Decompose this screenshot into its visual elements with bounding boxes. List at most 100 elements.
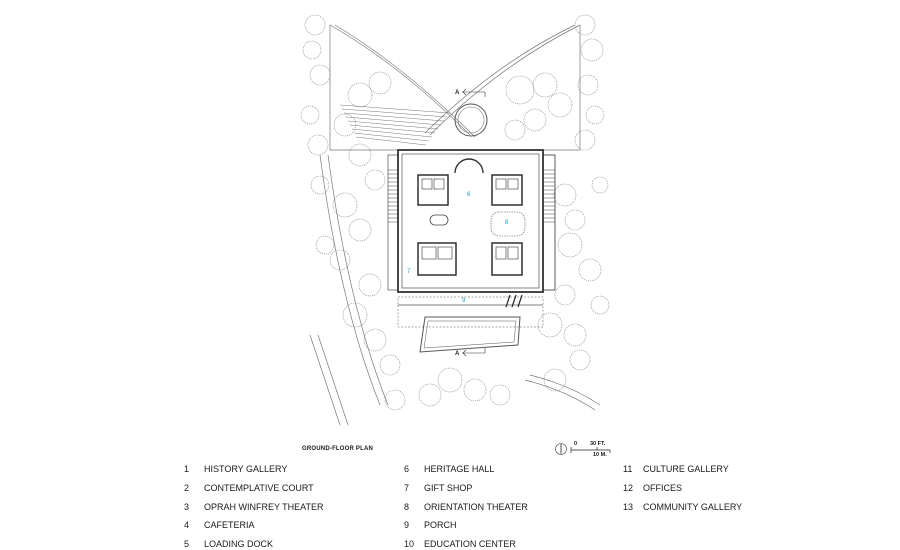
tree-canopy [547, 92, 573, 118]
tree-canopy [329, 249, 351, 271]
scale-meters: 10 M. [593, 452, 607, 458]
legend-item: 12 OFFICES [623, 483, 682, 493]
terrace-steps [339, 104, 451, 146]
tree-canopy [348, 218, 372, 242]
legend-label: GIFT SHOP [424, 483, 473, 493]
tree-canopy [300, 105, 320, 125]
tree-canopy [309, 64, 331, 86]
legend-number: 3 [184, 502, 190, 512]
tree-canopy [574, 129, 596, 151]
tree-canopy [543, 368, 567, 392]
figure-title: GROUND-FLOOR PLAN [302, 446, 374, 452]
legend-number: 2 [184, 483, 190, 493]
tree-canopy [537, 312, 563, 338]
tree-canopy [554, 284, 576, 306]
legend-number: 4 [184, 520, 190, 530]
legend-number: 7 [404, 483, 410, 493]
legend-label: LOADING DOCK [204, 539, 274, 549]
section-marker-north: A [455, 88, 486, 97]
tree-canopy [437, 367, 463, 393]
legend-number: 13 [623, 502, 634, 512]
legend-number: 12 [623, 483, 634, 493]
tree-canopy [384, 389, 406, 411]
tree-canopy [553, 183, 577, 207]
tree-canopy [368, 71, 392, 95]
svg-text:A: A [455, 351, 460, 357]
scale-zero: 0 [574, 441, 578, 447]
tree-canopy [590, 295, 610, 315]
plan-number-8: 8 [505, 220, 509, 226]
legend-number: 9 [404, 520, 410, 530]
tree-canopy [563, 323, 587, 347]
contemplative-fountain [454, 103, 488, 137]
legend-label: CONTEMPLATIVE COURT [204, 483, 314, 493]
tree-canopy [364, 169, 386, 191]
site-paths [309, 24, 601, 426]
tree-canopy [348, 143, 372, 167]
heritage-hall-bench [429, 214, 449, 226]
tree-canopy [358, 273, 382, 297]
tree-canopy [557, 232, 583, 258]
core-details [421, 178, 519, 260]
legend-number: 11 [623, 464, 633, 474]
legend-label: OPRAH WINFREY THEATER [204, 502, 324, 512]
stair-lines [388, 169, 555, 223]
tree-canopy [574, 14, 596, 36]
tree-canopy [310, 175, 330, 195]
legend-item: 11 CULTURE GALLERY [623, 464, 729, 474]
tree-canopy [523, 108, 547, 132]
tree-canopy [379, 354, 401, 376]
legend-item: 4 CAFETERIA [184, 520, 255, 530]
ground-floor-plan-drawing: A A 6 7 8 9 [300, 14, 610, 426]
section-marker-south: A [455, 348, 486, 357]
legend-label: CAFETERIA [204, 520, 255, 530]
legend-number: 1 [184, 464, 190, 474]
building-outline [387, 149, 556, 293]
legend-item: 2 CONTEMPLATIVE COURT [184, 483, 314, 493]
scale-bar [555, 443, 611, 455]
tree-canopy [591, 176, 609, 194]
tree-canopy [578, 258, 602, 282]
step-line [343, 112, 445, 122]
tree-canopy [315, 235, 335, 255]
tree-canopy [332, 192, 358, 218]
step-line [347, 120, 439, 130]
step-line [345, 116, 442, 126]
plan-room-numbers: 6 7 8 9 [407, 192, 509, 304]
tree-canopy [577, 74, 599, 96]
svg-text:A: A [455, 90, 460, 96]
legend-number: 10 [404, 539, 415, 549]
tree-canopy [585, 105, 605, 125]
legend-item: 9 PORCH [404, 520, 457, 530]
tree-canopy [504, 119, 526, 141]
step-line [353, 132, 430, 142]
legend-item: 5 LOADING DOCK [184, 539, 273, 549]
tree-canopy [463, 378, 487, 402]
step-line [339, 104, 451, 114]
porch-and-reflecting-pool [397, 294, 544, 353]
tree-canopy [347, 82, 373, 108]
legend-number: 5 [184, 539, 190, 549]
tree-canopy [505, 75, 535, 105]
legend-label: COMMUNITY GALLERY [643, 502, 743, 512]
plan-number-7: 7 [407, 269, 411, 275]
tree-canopy [580, 38, 604, 62]
scale-feet: 30 FT. [590, 441, 606, 447]
legend-number: 6 [404, 464, 410, 474]
step-line [341, 108, 448, 118]
legend-label: OFFICES [643, 483, 683, 493]
legend-number: 8 [404, 502, 410, 512]
legend-label: PORCH [424, 520, 457, 530]
tree-canopy [564, 209, 586, 231]
trees-layer [300, 14, 610, 411]
legend-item: 13 COMMUNITY GALLERY [623, 502, 742, 512]
tree-canopy [333, 113, 357, 137]
orientation-theater-outline [490, 211, 526, 237]
tree-canopy [489, 384, 511, 406]
tree-canopy [363, 328, 387, 352]
legend-label: CULTURE GALLERY [643, 464, 729, 474]
